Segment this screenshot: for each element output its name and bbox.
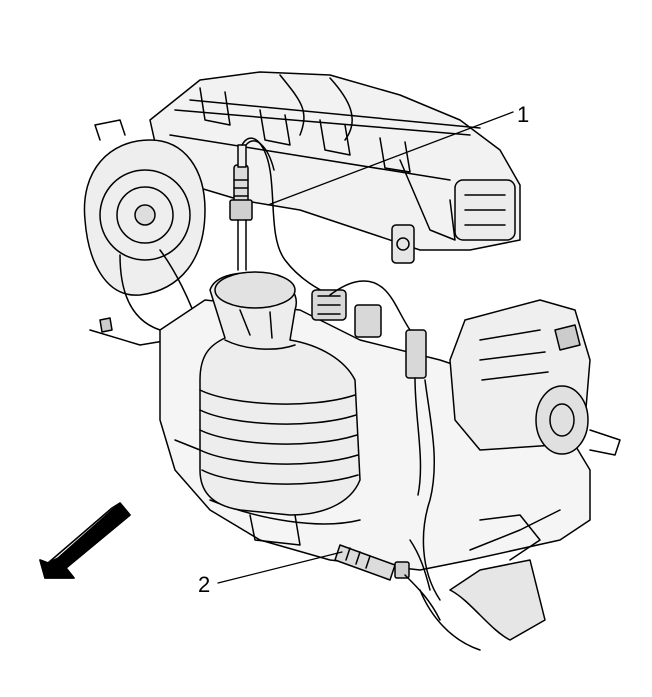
callout-2: 2 xyxy=(198,572,210,597)
leader-line-2 xyxy=(217,551,343,584)
downstream-oxygen-sensor xyxy=(334,539,441,621)
intake-manifold xyxy=(149,71,521,251)
front-direction-arrow-icon xyxy=(39,502,131,579)
upstream-oxygen-sensor xyxy=(229,137,331,296)
leader-lines xyxy=(217,111,514,584)
catalytic-converter xyxy=(199,271,361,546)
harness-connectors xyxy=(311,224,441,601)
alternator-assembly xyxy=(83,119,206,346)
callout-1: 1 xyxy=(517,102,529,127)
leader-line-1 xyxy=(267,111,514,206)
starter-motor xyxy=(449,299,621,456)
